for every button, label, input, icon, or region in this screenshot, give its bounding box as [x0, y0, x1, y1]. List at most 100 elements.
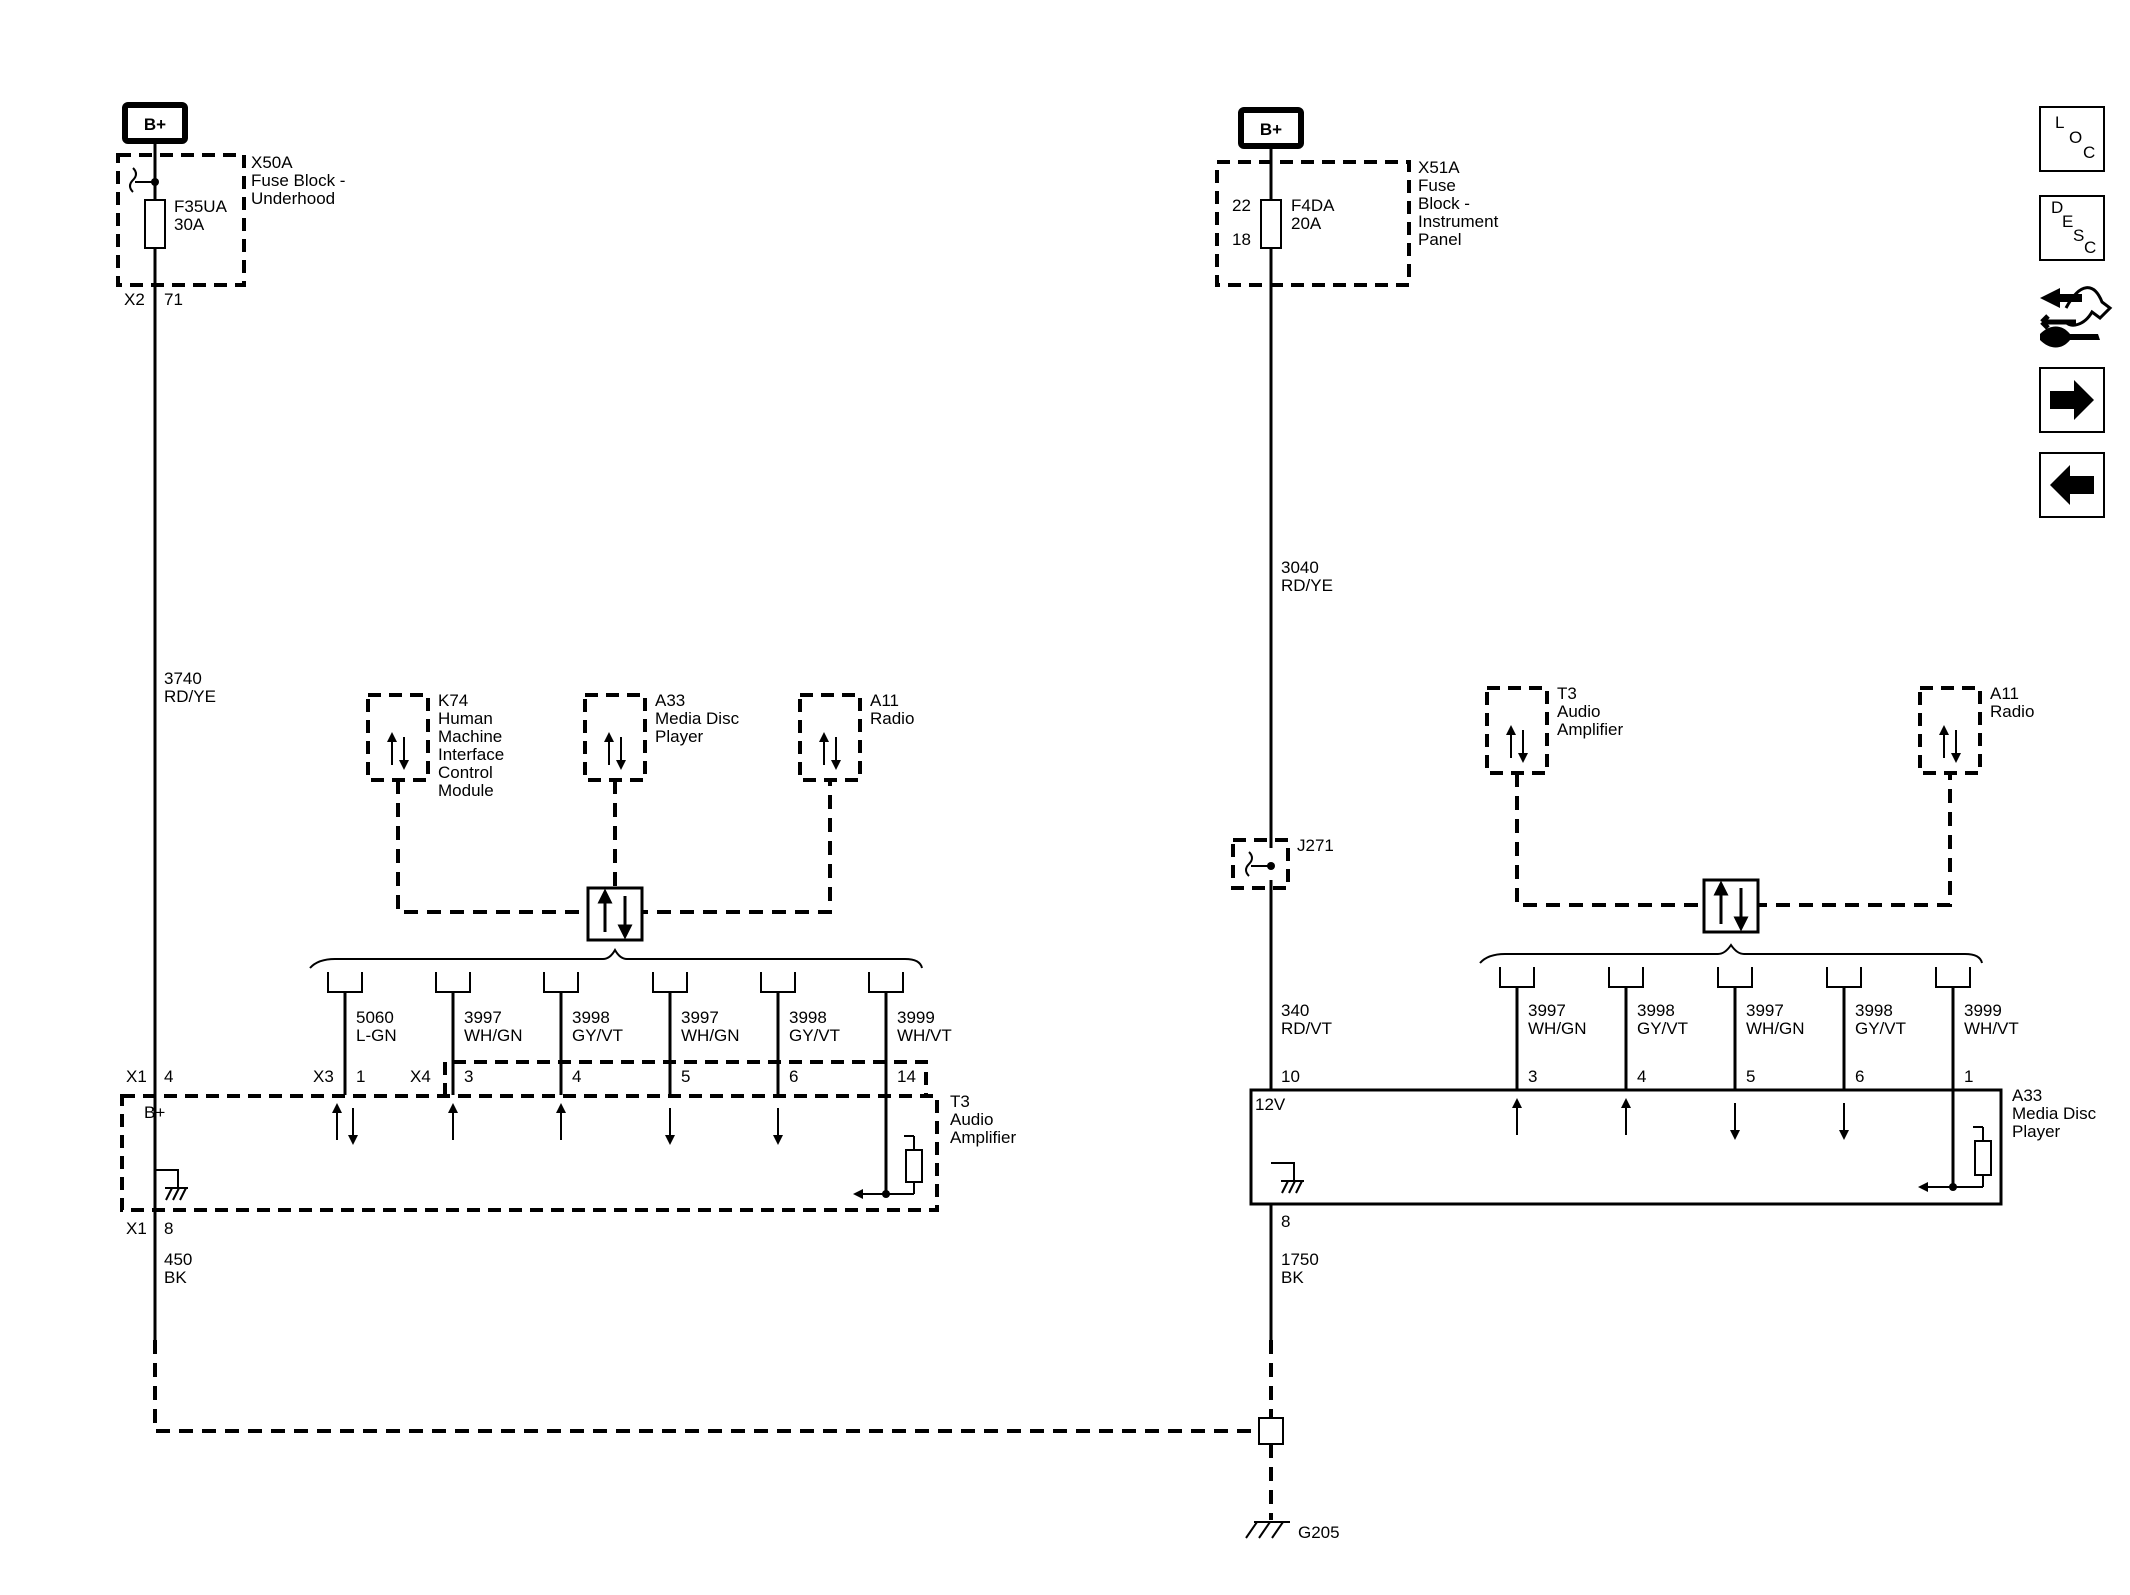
fuse-f4da-icon	[1260, 199, 1282, 249]
fuse-f35ua-icon	[144, 199, 166, 249]
power-label: B+	[144, 1103, 165, 1122]
previous-page-button[interactable]	[2039, 452, 2105, 518]
svg-text:A33: A33	[655, 691, 685, 710]
connector-label: X3	[313, 1067, 334, 1086]
arrow-left-icon	[2050, 465, 2094, 505]
wire-5060: 5060 L-GN 1	[327, 972, 397, 1145]
svg-text:5: 5	[1746, 1067, 1755, 1086]
fuse-block-id: X51A	[1418, 158, 1460, 177]
desc-button[interactable]: D E S C	[2039, 195, 2105, 261]
svg-text:3998: 3998	[1637, 1001, 1675, 1020]
resistor-icon	[905, 1149, 923, 1183]
svg-text:T3: T3	[1557, 684, 1577, 703]
svg-text:K74: K74	[438, 691, 468, 710]
component-id: T3	[950, 1092, 970, 1111]
svg-text:3997: 3997	[1528, 1001, 1566, 1020]
ground-g205: G205	[1245, 1521, 1340, 1542]
svg-text:3: 3	[464, 1067, 473, 1086]
fuse-rating: 20A	[1291, 214, 1322, 233]
connector-repair-icon[interactable]	[2040, 286, 2113, 348]
fuse-block-name-line2: Block -	[1418, 194, 1470, 213]
svg-text:C: C	[2083, 143, 2095, 162]
svg-text:GY/VT: GY/VT	[1855, 1019, 1906, 1038]
ground-icon	[1271, 1162, 1304, 1194]
pin-label: 8	[1281, 1212, 1290, 1231]
svg-text:C: C	[2084, 238, 2096, 257]
component-a33-media-disc-player	[1249, 1088, 2003, 1206]
svg-text:Human: Human	[438, 709, 493, 728]
wire-3997-a: 3997 WH/GN 3	[1499, 967, 1587, 1135]
wire-3998-a: 3998 GY/VT 4	[543, 972, 623, 1140]
svg-text:L: L	[2055, 113, 2064, 132]
svg-text:1: 1	[356, 1067, 365, 1086]
ground-splice-icon	[1258, 1417, 1284, 1445]
svg-text:3997: 3997	[1746, 1001, 1784, 1020]
svg-text:A11: A11	[1990, 684, 2019, 703]
module-t3: T3 Audio Amplifier	[1485, 684, 1623, 775]
fuse-block-name-line1: Fuse Block -	[251, 171, 345, 190]
component-name-line1: Audio	[950, 1110, 993, 1129]
svg-text:S: S	[2073, 226, 2084, 245]
wire-group-brace	[1479, 943, 1983, 964]
svg-text:1: 1	[1964, 1067, 1973, 1086]
svg-text:E: E	[2062, 212, 2073, 231]
svg-text:Audio: Audio	[1557, 702, 1600, 721]
component-t3-audio-amplifier	[120, 1094, 939, 1212]
svg-text:Interface: Interface	[438, 745, 504, 764]
wire-circuit-number: 340	[1281, 1001, 1309, 1020]
svg-text:L-GN: L-GN	[356, 1026, 397, 1045]
next-page-button[interactable]	[2039, 367, 2105, 433]
wire-3997-a: 3997 WH/GN 3	[435, 972, 523, 1140]
svg-text:GY/VT: GY/VT	[789, 1026, 840, 1045]
wire-circuit-number: 3740	[164, 669, 202, 688]
svg-text:3997: 3997	[681, 1008, 719, 1027]
fuse-block-name-line2: Underhood	[251, 189, 335, 208]
fusible-link-icon	[129, 167, 137, 193]
pin-label: 18	[1232, 230, 1251, 249]
wire-3997-b: 3997 WH/GN 5	[1717, 967, 1805, 1140]
pin-label: 71	[164, 290, 183, 309]
wire-3999: 3999 WH/VT 1	[1918, 967, 2019, 1192]
left-circuit: B+ F35UA 30A X50A Fuse Block - Underhood…	[116, 102, 1253, 1433]
connector-label: X1	[126, 1067, 147, 1086]
svg-text:WH/GN: WH/GN	[1746, 1019, 1805, 1038]
battery-positive-symbol: B+	[1238, 107, 1304, 149]
svg-text:WH/VT: WH/VT	[1964, 1019, 2019, 1038]
wire-color: RD/YE	[164, 687, 216, 706]
svg-text:3998: 3998	[572, 1008, 610, 1027]
svg-text:GY/VT: GY/VT	[1637, 1019, 1688, 1038]
svg-text:6: 6	[1855, 1067, 1864, 1086]
wire-color: BK	[1281, 1268, 1304, 1287]
svg-text:WH/GN: WH/GN	[464, 1026, 523, 1045]
svg-text:3998: 3998	[1855, 1001, 1893, 1020]
component-name-line1: Media Disc	[2012, 1104, 2097, 1123]
right-circuit: B+ 22 18 F4DA 20A X51A Fuse Block - Inst…	[1215, 107, 2097, 1520]
svg-text:Player: Player	[655, 727, 704, 746]
fuse-id: F4DA	[1291, 196, 1335, 215]
wire-color: RD/VT	[1281, 1019, 1332, 1038]
wire-color: BK	[164, 1268, 187, 1287]
battery-positive-symbol: B+	[122, 102, 188, 144]
serial-data-bus-icon	[1702, 878, 1760, 934]
svg-text:Radio: Radio	[870, 709, 914, 728]
fuse-id: F35UA	[174, 197, 228, 216]
loc-button[interactable]: L O C	[2039, 106, 2105, 172]
wire-3998-b: 3998 GY/VT 6	[760, 972, 840, 1145]
svg-text:3997: 3997	[464, 1008, 502, 1027]
wire-3999: 3999 WH/VT 14	[853, 972, 952, 1199]
serial-data-bus-icon	[586, 886, 644, 942]
wire-group: 3997 WH/GN 3 3998 GY/VT 4 3997 WH/GN 5	[1499, 967, 2019, 1192]
module-a11: A11 Radio	[1918, 684, 2034, 775]
component-name-line2: Amplifier	[950, 1128, 1016, 1147]
svg-text:4: 4	[1637, 1067, 1646, 1086]
svg-text:6: 6	[789, 1067, 798, 1086]
wire-circuit-number: 450	[164, 1250, 192, 1269]
fuse-block-x51a	[1215, 160, 1411, 287]
svg-text:WH/GN: WH/GN	[681, 1026, 740, 1045]
svg-text:G205: G205	[1298, 1523, 1340, 1542]
wire-group: 5060 L-GN 1 3997 WH/GN 3 3998 GY/VT 4	[327, 972, 952, 1199]
svg-text:B+: B+	[144, 115, 166, 134]
wire-circuit-number: 3040	[1281, 558, 1319, 577]
fuse-block-name-line4: Panel	[1418, 230, 1461, 249]
